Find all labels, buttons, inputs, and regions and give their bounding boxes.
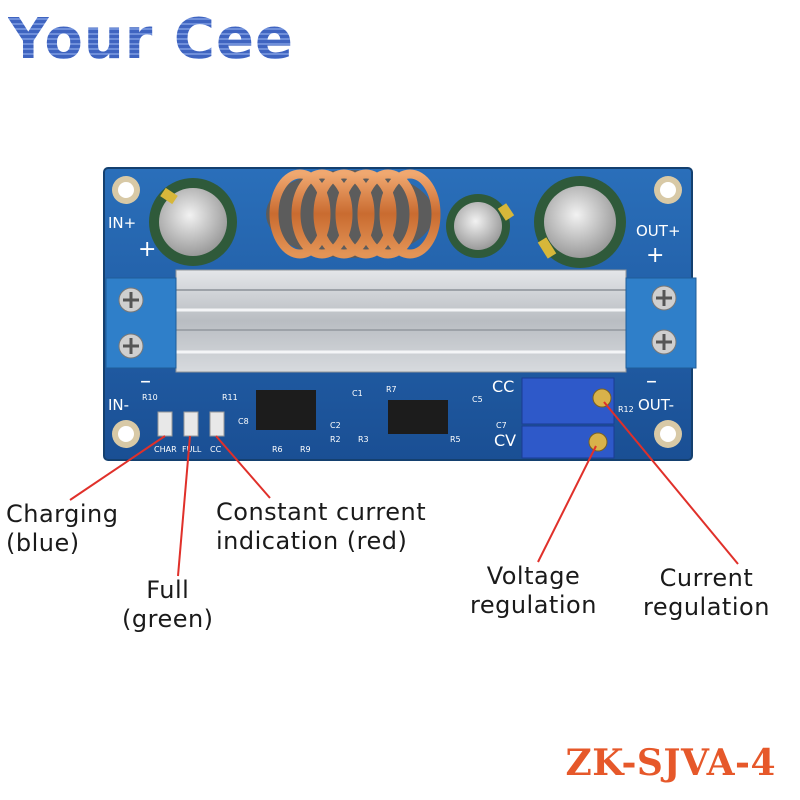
silk-led-full: FULL: [182, 445, 202, 454]
callout-lines: [69, 401, 739, 577]
callout-voltage-line2: regulation: [470, 591, 597, 619]
callout-voltage-regulation: Voltage regulation: [470, 562, 597, 620]
brand-logo: Your Cee: [8, 0, 294, 80]
silk-ref-r7: R7: [386, 385, 397, 394]
model-number: ZK-SJVA-4: [565, 742, 776, 784]
silk-out-plus: OUT+: [636, 222, 681, 240]
inductor-coil: [266, 169, 441, 259]
silk-led-char: CHAR: [154, 445, 177, 454]
silk-ref-r11: R11: [222, 393, 238, 402]
silk-ref-c7: C7: [496, 421, 507, 430]
silk-ref-r5: R5: [450, 435, 461, 444]
silk-ref-r10: R10: [142, 393, 158, 402]
callout-full-line2: (green): [122, 605, 214, 633]
output-terminal-block: [625, 277, 697, 369]
callout-line-full: [177, 435, 191, 577]
callout-charging-line1: Charging: [6, 500, 119, 528]
callout-current-regulation: Current regulation: [643, 564, 770, 622]
ic-chip-right: [388, 400, 448, 434]
heatsink: [175, 269, 627, 373]
callout-constant-current: Constant current indication (red): [216, 498, 426, 556]
silk-out-plus-sign: +: [646, 243, 664, 268]
potentiometer-cc: [521, 377, 615, 425]
callout-full-line1: Full: [146, 576, 190, 604]
callout-line-charging: [69, 435, 166, 501]
callout-charging: Charging (blue): [6, 500, 118, 558]
status-leds: [157, 411, 225, 437]
capacitor-left: [149, 178, 237, 266]
silk-in-minus-sign: –: [140, 369, 151, 394]
ic-chip-left: [256, 390, 316, 430]
callout-charging-line2: (blue): [6, 529, 80, 557]
callout-cc-line1: Constant current: [216, 498, 427, 526]
silk-out-minus: OUT-: [638, 396, 674, 414]
potentiometer-cv: [521, 425, 615, 459]
silk-ref-c1: C1: [352, 389, 363, 398]
silk-ref-r3: R3: [358, 435, 369, 444]
callout-cc-line2: indication (red): [216, 527, 408, 555]
capacitor-right: [534, 176, 626, 268]
silk-out-minus-sign: –: [646, 369, 657, 394]
callout-current-line1: Current: [659, 564, 754, 592]
capacitor-middle: [446, 194, 515, 258]
silk-ref-c8: C8: [238, 417, 249, 426]
silk-ref-r9: R9: [300, 445, 311, 454]
silk-ref-r2: R2: [330, 435, 341, 444]
silk-ref-r6: R6: [272, 445, 283, 454]
mounting-holes: [112, 176, 682, 448]
silk-cv: CV: [494, 431, 516, 450]
silk-in-plus: IN+: [108, 214, 136, 232]
input-terminal-block: [105, 277, 177, 369]
callout-voltage-line1: Voltage: [486, 562, 581, 590]
silk-in-plus-sign: +: [138, 237, 156, 262]
callout-full: Full (green): [122, 576, 214, 634]
silk-ref-c5: C5: [472, 395, 483, 404]
silk-ref-r12: R12: [618, 405, 634, 414]
callout-line-voltage: [537, 445, 597, 563]
silk-cc: CC: [492, 377, 514, 396]
callout-current-line2: regulation: [643, 593, 770, 621]
callout-line-cc-led: [215, 435, 271, 499]
silk-led-cc: CC: [210, 445, 222, 454]
callout-line-current: [603, 401, 739, 565]
silk-in-minus: IN-: [108, 396, 129, 414]
silk-ref-c2: C2: [330, 421, 341, 430]
